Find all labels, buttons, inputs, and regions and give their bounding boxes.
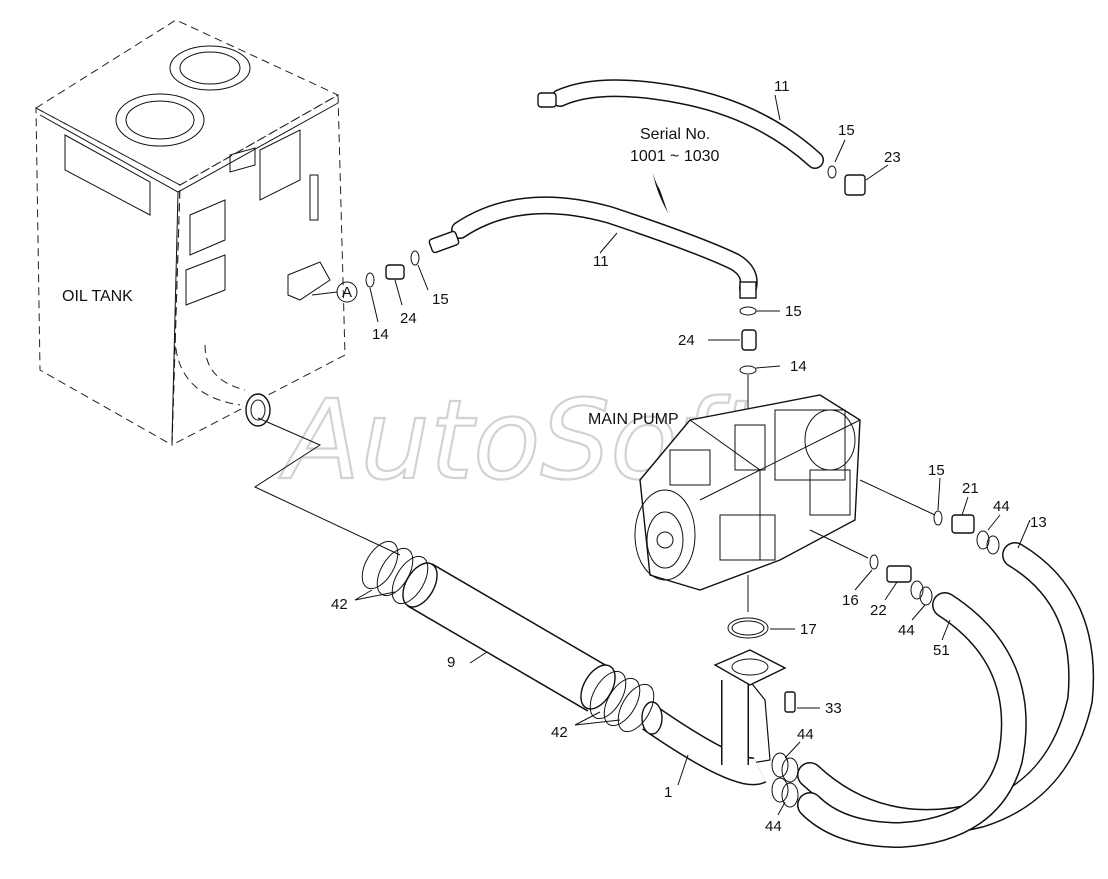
callout-14-left: 14 [372, 326, 389, 343]
callout-15-pump: 15 [785, 303, 802, 320]
callout-42-upper: 42 [331, 596, 348, 613]
hose-51 [797, 592, 1027, 849]
callout-17: 17 [800, 621, 817, 638]
right-fittings [859, 477, 1001, 555]
callout-44-right: 44 [993, 498, 1010, 515]
reference-circle-a-label: A [342, 284, 352, 301]
callout-11-top: 11 [774, 78, 790, 95]
main-pump [634, 394, 861, 591]
callout-16: 16 [842, 592, 859, 609]
callout-24-left: 24 [400, 310, 417, 327]
callout-14-pump: 14 [790, 358, 807, 375]
callout-15-top: 15 [838, 122, 855, 139]
pump-top-fittings [708, 306, 781, 440]
hose-9 [402, 562, 616, 712]
hose-11-middle [428, 196, 758, 299]
callout-15-right: 15 [928, 462, 945, 479]
lower-clamps-44 [771, 741, 801, 816]
guide-line-tank-hose [253, 417, 401, 556]
oil-tank [35, 19, 346, 446]
callout-24-pump: 24 [678, 332, 695, 349]
middle-fittings [809, 529, 933, 621]
main-pump-label: MAIN PUMP [588, 411, 679, 428]
hose-13 [797, 519, 1095, 835]
oil-tank-label: OIL TANK [62, 288, 133, 305]
callout-22: 22 [870, 602, 887, 619]
callout-9: 9 [447, 654, 455, 671]
callout-15-left: 15 [432, 291, 449, 308]
serial-range-label: 1001 ~ 1030 [630, 148, 720, 165]
serial-arrow [652, 168, 668, 213]
callout-1: 1 [664, 784, 672, 801]
callout-23: 23 [884, 149, 901, 166]
serial-number-label: Serial No. [640, 126, 710, 143]
suction-pipe-1 [641, 649, 787, 786]
bolt-33 [784, 691, 796, 713]
callout-44-low-upper: 44 [797, 726, 814, 743]
callout-21: 21 [962, 480, 979, 497]
callout-44-mid: 44 [898, 622, 915, 639]
hose-11-top [537, 79, 889, 196]
clamp-42-upper [354, 540, 429, 605]
o-ring-17 [727, 617, 769, 639]
callout-33: 33 [825, 700, 842, 717]
callout-13: 13 [1030, 514, 1047, 531]
callout-51: 51 [933, 642, 950, 659]
clamp-42-lower [574, 670, 655, 733]
callout-11-middle: 11 [593, 253, 609, 270]
tank-port-fittings [365, 250, 429, 323]
callout-42-lower: 42 [551, 724, 568, 741]
callout-44-low-lower: 44 [765, 818, 782, 835]
